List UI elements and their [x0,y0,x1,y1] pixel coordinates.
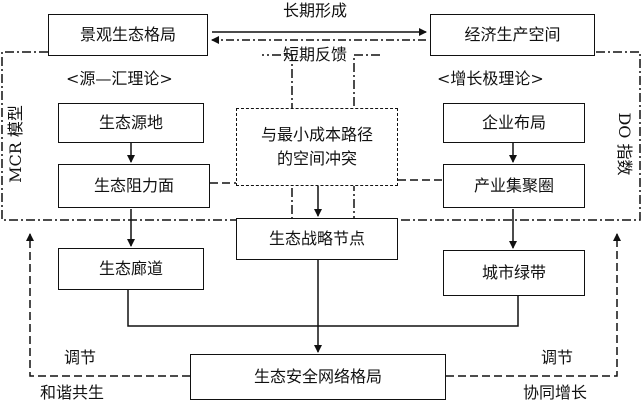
left-adjust-label: 调节 [64,348,97,367]
security-network-box: 生态安全网络格局 [190,354,446,400]
growth-pole-theory-label: <增长极理论> [437,69,544,88]
economic-space-box: 经济生产空间 [430,14,595,56]
ecological-corridor-box: 生态廊道 [58,248,204,290]
ecological-source-label: 生态源地 [98,112,163,132]
security-network-label: 生态安全网络格局 [253,366,382,386]
strategic-node-label: 生态战略节点 [268,228,365,248]
urban-greenbelt-label: 城市绿带 [481,262,546,282]
merge-line [127,290,519,327]
do-index-label: DO 指数 [615,112,634,176]
landscape-pattern-box: 景观生态格局 [48,14,208,56]
source-sink-theory-label: <源—汇理论> [66,69,173,88]
mcr-model-label: MCR 模型 [6,105,25,183]
spatial-conflict-line2: 的空间冲突 [276,149,357,168]
enterprise-layout-label: 企业布局 [481,112,546,132]
landscape-pattern-label: 景观生态格局 [79,24,176,44]
short-term-label: 短期反馈 [283,45,348,64]
left-group-frame [1,51,293,221]
spatial-conflict-box: 与最小成本路径 的空间冲突 [236,108,398,186]
right-adjust-label: 调节 [541,348,574,367]
right-group-frame [353,51,641,221]
left-feedback-arrow [26,233,190,377]
ecological-resistance-label: 生态阻力面 [93,175,174,195]
urban-greenbelt-box: 城市绿带 [443,250,585,296]
long-term-label: 长期形成 [283,1,348,20]
industrial-cluster-label: 产业集聚圈 [473,175,554,195]
ecological-corridor-label: 生态廊道 [98,258,163,278]
harmony-label: 和谐共生 [40,383,105,402]
spatial-conflict-line1: 与最小成本路径 [260,124,373,144]
industrial-cluster-box: 产业集聚圈 [443,164,585,208]
strategic-node-box: 生态战略节点 [236,218,398,260]
enterprise-layout-box: 企业布局 [443,103,585,143]
economic-space-label: 经济生产空间 [464,24,561,44]
right-feedback-arrow [446,233,621,377]
coordinated-growth-label: 协同增长 [523,383,588,402]
ecological-source-box: 生态源地 [58,103,204,143]
ecological-resistance-box: 生态阻力面 [58,164,210,208]
